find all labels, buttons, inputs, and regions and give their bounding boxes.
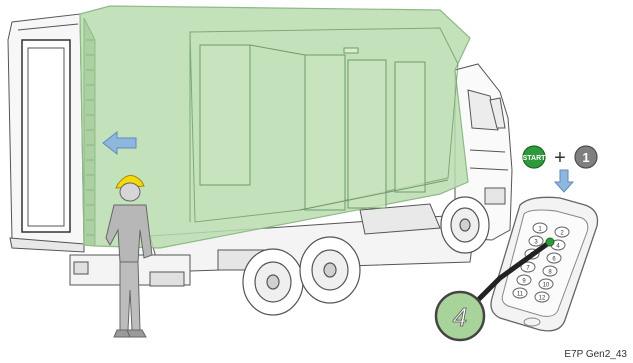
start-button-icon: START: [523, 146, 547, 168]
window-door: [348, 60, 386, 208]
remote-key-label: 10: [543, 283, 550, 289]
rear-wheel-2: [300, 237, 360, 303]
rear-wheel-1: [243, 249, 303, 315]
front-wheel: [441, 197, 489, 253]
button-1-label: 1: [582, 150, 589, 165]
window-right: [395, 62, 425, 192]
start-button-label: START: [523, 155, 547, 162]
button-1-icon: 1: [575, 146, 597, 168]
step-4-callout: 4: [436, 292, 484, 340]
direction-arrow-down-icon: [555, 170, 573, 192]
remote-key-label: 11: [517, 292, 524, 298]
plus-sign: +: [554, 147, 566, 169]
window-mid: [305, 55, 345, 210]
box-rear-end: [8, 14, 84, 252]
remote-key-label: 12: [539, 296, 546, 302]
figure-code: E7P Gen2_43: [564, 349, 627, 360]
step-number: 4: [453, 302, 467, 332]
window-left: [200, 45, 250, 185]
